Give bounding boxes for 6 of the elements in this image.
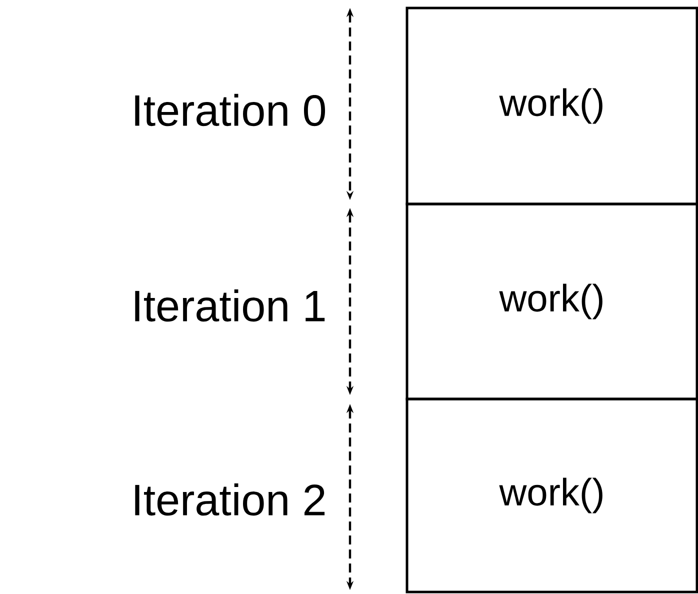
process-box: work() (406, 202, 698, 400)
row-label: Iteration 0 (135, 94, 326, 126)
process-box: work() (406, 398, 698, 594)
row-label: Iteration 2 (135, 483, 325, 516)
row-label: Iteration 1 (135, 289, 325, 322)
process-box: work() (406, 6, 698, 206)
